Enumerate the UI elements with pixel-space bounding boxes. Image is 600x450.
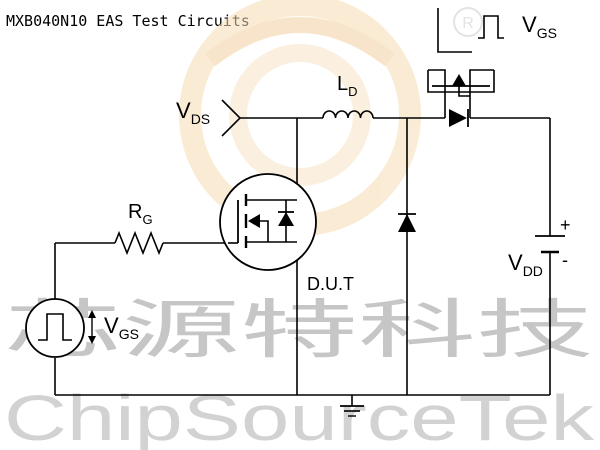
circuit-wires: [54, 117, 551, 396]
svg-text:R: R: [462, 15, 474, 32]
resistor-label: RG: [128, 201, 153, 227]
inductor-label: LD: [337, 73, 358, 99]
vgs-top-label: VGS: [522, 12, 557, 41]
inductor-ld: [322, 110, 374, 119]
watermark-english: ChipSourceTek: [4, 382, 595, 450]
battery-vdd: [535, 235, 565, 254]
dut-mosfet: [219, 173, 317, 271]
high-side-switch: [427, 69, 495, 127]
clamp-diode: [398, 213, 416, 232]
vds-label: VDS: [176, 98, 210, 127]
registered-mark-icon: R: [453, 7, 483, 37]
dut-label: D.U.T: [307, 274, 354, 294]
ground-icon: [340, 395, 364, 417]
vdd-label: VDD: [508, 250, 543, 279]
gate-resistor: [114, 230, 164, 256]
watermark-chinese: 芯源特科技: [4, 294, 594, 368]
double-arrow-icon: [88, 310, 96, 344]
battery-minus-label: -: [562, 250, 568, 270]
pulse-source: [25, 298, 85, 358]
pulse-waveform-icon-top: [437, 8, 504, 53]
vds-terminal-icon: [221, 99, 242, 137]
page-title: MXB040N10 EAS Test Circuits: [6, 12, 250, 30]
battery-plus-label: +: [560, 215, 571, 235]
vgs-left-label: VGS: [104, 313, 139, 342]
